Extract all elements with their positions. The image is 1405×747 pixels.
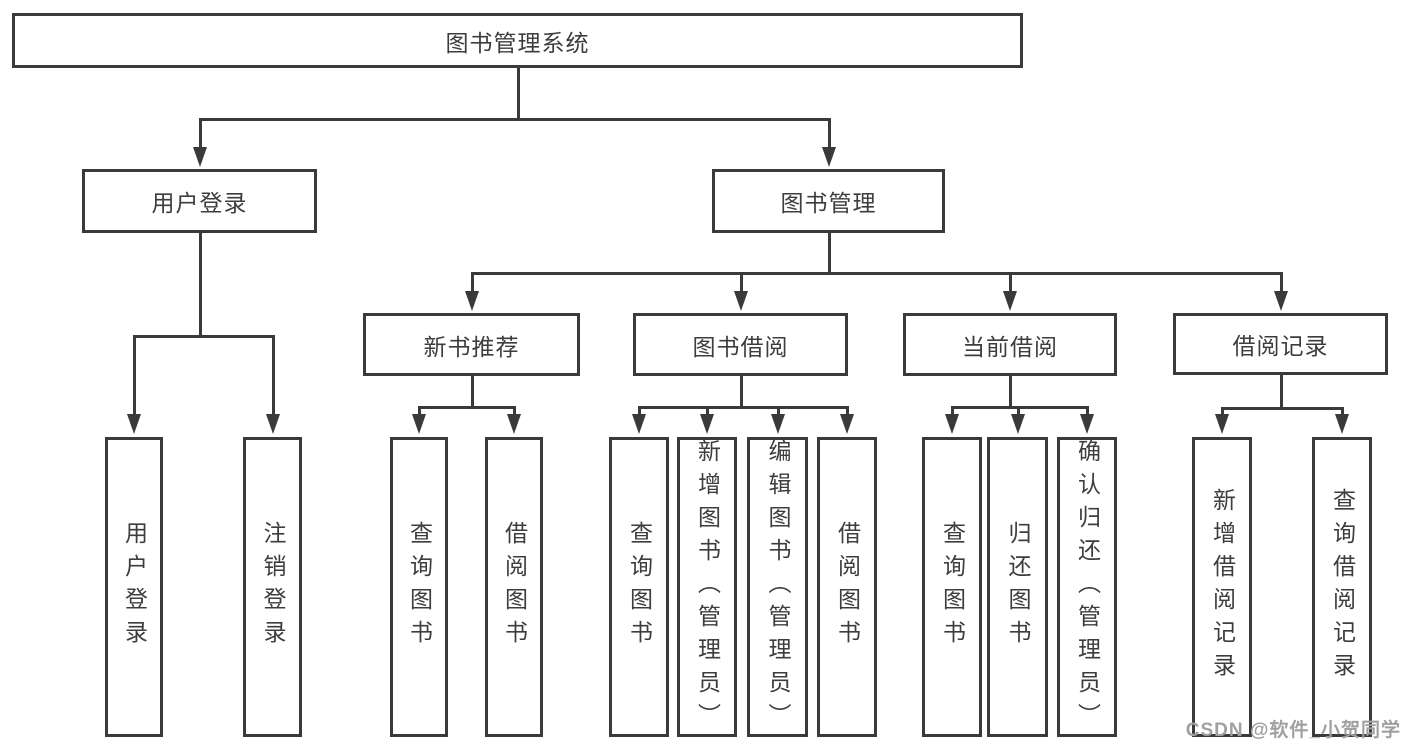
node-current-query: 查询图书 xyxy=(922,437,982,737)
node-bookmgmt: 图书管理 xyxy=(712,169,945,233)
connector-branch-current-query xyxy=(951,406,954,418)
node-borrow-query-label: 查询图书 xyxy=(626,521,653,653)
node-root-label: 图书管理系统 xyxy=(445,29,590,56)
connector-branch-current xyxy=(1009,272,1012,295)
connector-branch-records-query xyxy=(1341,407,1344,418)
node-login-user: 用户登录 xyxy=(105,437,163,737)
node-borrow-lend: 借阅图书 xyxy=(817,437,877,737)
arrow-down-icon-current-query xyxy=(945,414,959,434)
connector-branch-records-add xyxy=(1221,407,1224,418)
node-current-label: 当前借阅 xyxy=(962,333,1058,360)
connector-branch-newbook xyxy=(471,272,474,295)
connector-branch-newbook-borrow xyxy=(513,406,516,418)
node-login-user-label: 用户登录 xyxy=(121,521,148,653)
arrow-down-icon-login xyxy=(193,147,207,167)
connector-branch-records xyxy=(1280,272,1283,295)
arrow-down-icon-records-add xyxy=(1215,414,1229,434)
connector-branch-login-user xyxy=(133,335,136,418)
arrow-down-icon-login-user xyxy=(127,414,141,434)
node-newbook-label: 新书推荐 xyxy=(423,333,520,360)
node-borrow: 图书借阅 xyxy=(633,313,848,376)
node-borrow-add-label: 新增图书（管理员） xyxy=(694,438,721,736)
node-current-return-label: 归还图书 xyxy=(1005,521,1031,653)
connector-drop-login xyxy=(199,233,202,338)
node-borrow-label: 图书借阅 xyxy=(692,333,789,360)
arrow-down-icon-login-logout xyxy=(266,414,280,434)
connector-split-login xyxy=(133,335,275,338)
node-root: 图书管理系统 xyxy=(12,13,1023,68)
connector-split-bookmgmt xyxy=(471,272,1283,275)
connector-branch-login xyxy=(199,118,202,151)
arrow-down-icon-borrow-edit xyxy=(771,414,785,434)
node-borrow-edit: 编辑图书（管理员） xyxy=(747,437,808,737)
connector-drop-newbook xyxy=(471,376,474,409)
connector-drop-root xyxy=(517,68,520,121)
arrow-down-icon-records-query xyxy=(1335,414,1349,434)
connector-drop-borrow xyxy=(740,376,743,409)
connector-split-root xyxy=(199,118,831,121)
node-records-label: 借阅记录 xyxy=(1232,333,1329,359)
connector-branch-borrow-edit xyxy=(777,406,780,418)
node-borrow-edit-label: 编辑图书（管理员） xyxy=(765,438,791,736)
node-newbook-borrow-label: 借阅图书 xyxy=(501,521,528,653)
node-bookmgmt-label: 图书管理 xyxy=(780,190,877,216)
connector-branch-borrow-lend xyxy=(846,406,849,418)
connector-split-current xyxy=(951,406,1089,409)
node-records-add-label: 新增借阅记录 xyxy=(1209,488,1236,686)
arrow-down-icon-current-confirm xyxy=(1080,414,1094,434)
node-current-query-label: 查询图书 xyxy=(939,521,966,653)
arrow-down-icon-borrow-query xyxy=(632,414,646,434)
node-records: 借阅记录 xyxy=(1173,313,1388,375)
node-records-add: 新增借阅记录 xyxy=(1192,437,1252,737)
arrow-down-icon-borrow-add xyxy=(700,414,714,434)
arrow-down-icon-bookmgmt xyxy=(822,147,836,167)
arrow-down-icon-records xyxy=(1274,291,1288,311)
node-login: 用户登录 xyxy=(82,169,317,233)
node-current-confirm-label: 确认归还（管理员） xyxy=(1074,438,1101,736)
csdn-watermark: CSDN @软件_小贺同学 xyxy=(1185,720,1401,741)
node-newbook: 新书推荐 xyxy=(363,313,580,376)
node-current-return: 归还图书 xyxy=(987,437,1048,737)
arrow-down-icon-newbook-query xyxy=(412,414,426,434)
node-current: 当前借阅 xyxy=(903,313,1117,376)
connector-branch-borrow-add xyxy=(706,406,709,418)
node-login-logout-label: 注销登录 xyxy=(260,521,286,653)
arrow-down-icon-current-return xyxy=(1011,414,1025,434)
connector-split-newbook xyxy=(418,406,516,409)
node-current-confirm: 确认归还（管理员） xyxy=(1057,437,1117,737)
node-newbook-query: 查询图书 xyxy=(390,437,448,737)
connector-drop-current xyxy=(1009,376,1012,409)
arrow-down-icon-borrow-lend xyxy=(840,414,854,434)
node-records-query-label: 查询借阅记录 xyxy=(1329,488,1356,686)
connector-branch-current-confirm xyxy=(1086,406,1089,418)
connector-branch-newbook-query xyxy=(418,406,421,418)
connector-branch-borrow-query xyxy=(638,406,641,418)
node-borrow-lend-label: 借阅图书 xyxy=(834,521,861,653)
node-borrow-add: 新增图书（管理员） xyxy=(677,437,737,737)
connector-drop-records xyxy=(1280,375,1283,410)
connector-branch-bookmgmt xyxy=(828,118,831,151)
arrow-down-icon-borrow xyxy=(734,291,748,311)
node-login-logout: 注销登录 xyxy=(243,437,302,737)
connector-branch-login-logout xyxy=(272,335,275,418)
connector-split-borrow xyxy=(638,406,849,409)
connector-branch-current-return xyxy=(1017,406,1020,418)
node-newbook-borrow: 借阅图书 xyxy=(485,437,543,737)
node-records-query: 查询借阅记录 xyxy=(1312,437,1372,737)
node-borrow-query: 查询图书 xyxy=(609,437,669,737)
connector-drop-bookmgmt xyxy=(828,233,831,275)
arrow-down-icon-current xyxy=(1003,291,1017,311)
connector-split-records xyxy=(1221,407,1344,410)
node-newbook-query-label: 查询图书 xyxy=(406,521,433,653)
connector-branch-borrow xyxy=(740,272,743,295)
arrow-down-icon-newbook xyxy=(465,291,479,311)
node-login-label: 用户登录 xyxy=(151,190,248,216)
arrow-down-icon-newbook-borrow xyxy=(507,414,521,434)
